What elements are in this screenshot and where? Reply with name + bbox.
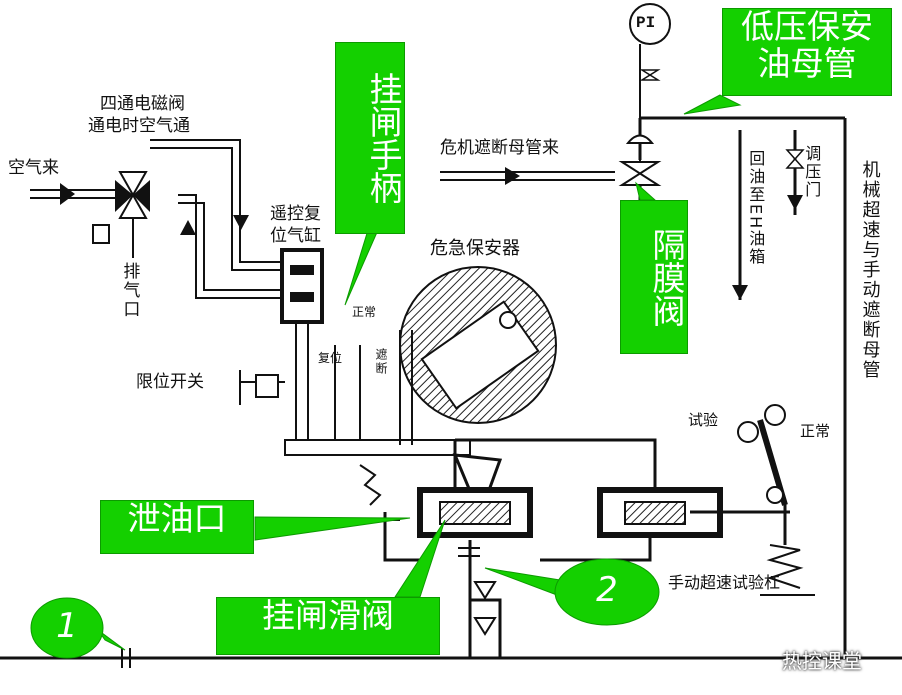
drain-port-callout: 泄油口 [100,500,254,554]
air-in-label: 空气来 [8,158,59,178]
exhaust-label: 排气口 [119,262,140,319]
latch-handle-callout: 挂闸手柄 [335,42,405,234]
reset-cylinder-label-1: 遥控复 [270,204,321,224]
from-trip-header-label: 危机遮断母管来 [440,138,559,158]
limit-switch-label: 限位开关 [136,372,204,392]
normal-label-2: 正常 [800,422,831,440]
pi-gauge [629,3,671,45]
low-pressure-header-callout: 低压保安 油母管 [722,8,892,96]
reset-label: 复位 [318,351,343,365]
regulating-valve-label: 调压门 [802,145,822,199]
limit-switch-box [255,374,279,398]
marker-2: 2 [596,570,618,610]
air-energized-label: 通电时空气通 [88,116,190,136]
diaphragm-valve-symbol [618,134,662,186]
low-pressure-header-line-2: 油母管 [757,43,857,83]
watermark-text: 热控课堂 [782,649,862,673]
pi-label: PI [636,14,656,32]
trip-label: 遮断 [373,348,388,376]
four-way-valve-symbol [115,171,150,219]
latch-slide-valve-callout: 挂闸滑阀 [216,597,440,655]
reset-cylinder [280,248,324,324]
diaphragm-valve-callout: 隔膜阀 [620,200,688,354]
overspeed-header-label: 机械超速与手动遮断母管 [859,160,881,380]
four-way-valve-label: 四通电磁阀 [100,94,185,114]
normal-label: 正常 [352,305,377,319]
return-oil-label: 回油至EH油箱 [746,150,766,267]
reset-cylinder-label-2: 位气缸 [270,226,321,246]
test-label: 试验 [688,411,719,429]
low-pressure-header-line-1: 低压保安 [741,7,873,46]
marker-2-bubble [554,558,660,626]
marker-1: 1 [56,606,78,646]
emergency-governor-label: 危急保安器 [430,238,520,259]
marker-1-bubble [30,597,104,659]
manual-test-lever-label: 手动超速试验杠 [668,573,781,592]
